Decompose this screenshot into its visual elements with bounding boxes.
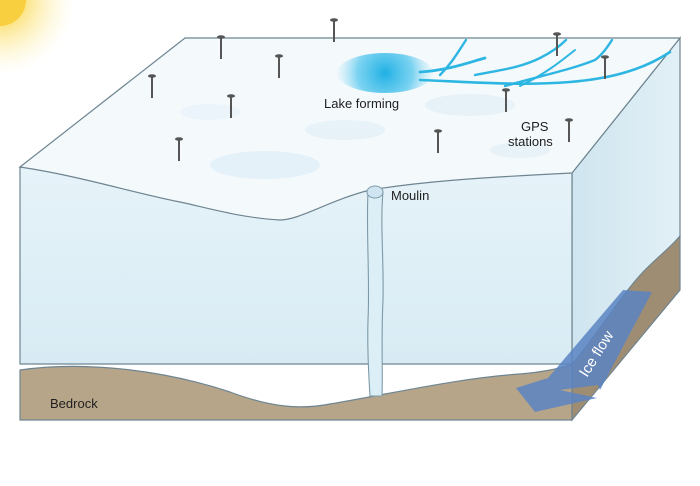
gps-stations-label-line1: GPS — [521, 119, 549, 134]
gps-stake-icon — [502, 88, 510, 112]
lake — [337, 53, 433, 93]
surface-shading — [180, 94, 550, 179]
bedrock-label: Bedrock — [50, 396, 98, 411]
gps-stations — [148, 18, 609, 161]
sun-icon — [0, 0, 75, 75]
gps-stake-icon — [227, 94, 235, 118]
gps-stake-icon — [553, 32, 561, 56]
gps-stake-icon — [434, 129, 442, 153]
moulin-shaft — [366, 185, 384, 397]
gps-stake-icon — [601, 55, 609, 79]
gps-stake-icon — [148, 74, 156, 98]
lake-forming-label: Lake forming — [324, 96, 399, 111]
gps-stake-icon — [175, 137, 183, 161]
gps-stake-icon — [217, 35, 225, 59]
gps-stake-icon — [565, 118, 573, 142]
meltwater-streams — [418, 38, 672, 88]
gps-stake-icon — [330, 18, 338, 42]
gps-stations-label-line2: stations — [508, 134, 553, 149]
gps-stake-icon — [275, 54, 283, 78]
bedrock-front — [19, 364, 573, 421]
moulin-label: Moulin — [391, 188, 429, 203]
